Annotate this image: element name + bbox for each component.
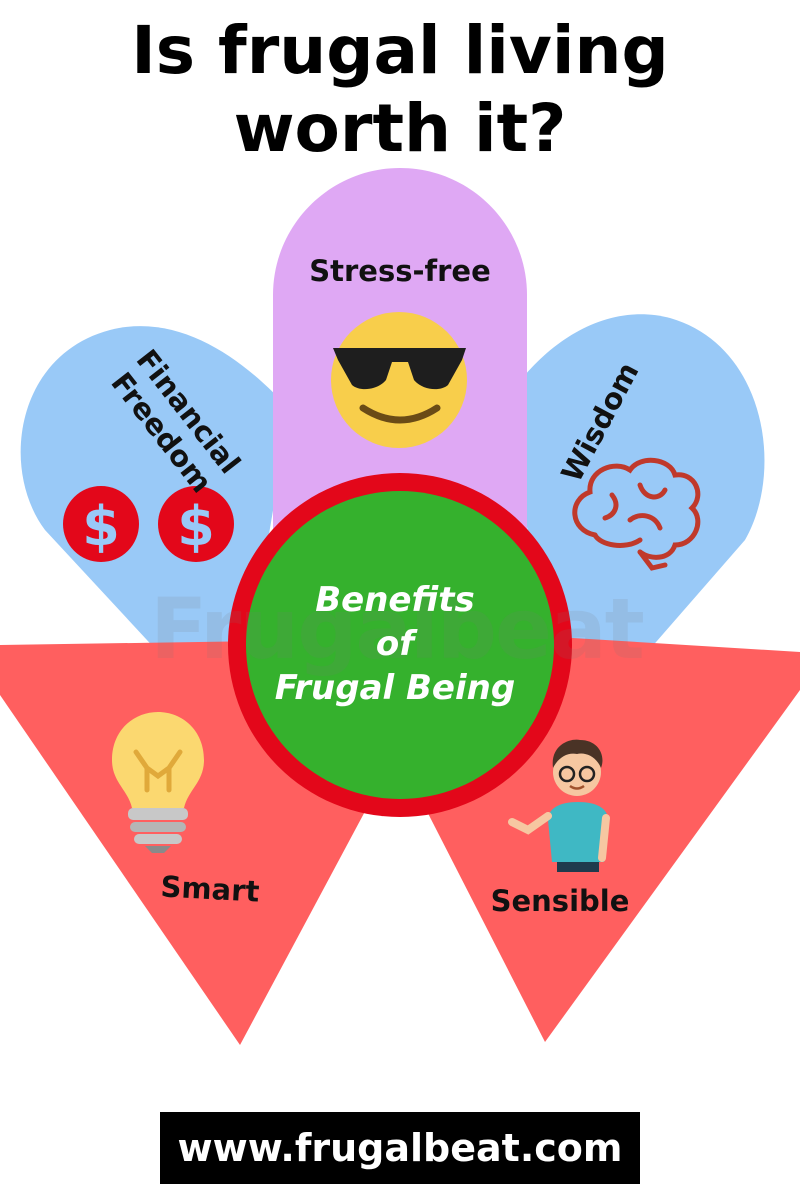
label-smart: Smart: [159, 869, 261, 909]
lightbulb-icon: [112, 712, 204, 853]
brain-icon: [572, 457, 701, 571]
title-line-2: worth it?: [233, 90, 567, 167]
dollar-coin-icon: $: [158, 486, 234, 562]
label-sensible: Sensible: [490, 884, 630, 918]
center-label: Benefits of Frugal Being: [250, 578, 540, 710]
svg-text:$: $: [177, 495, 215, 558]
petal-financial-freedom: [20, 326, 291, 735]
center-label-line-2: of: [375, 624, 415, 664]
label-stress-free: Stress-free: [309, 254, 491, 288]
title-line-1: Is frugal living: [131, 12, 669, 89]
dollar-coin-icon: $: [63, 486, 139, 562]
center-label-line-1: Benefits: [315, 580, 475, 620]
center-circle: [246, 491, 554, 799]
person-icon: [508, 739, 610, 872]
svg-text:$: $: [82, 495, 120, 558]
page-title: Is frugal living worth it?: [0, 12, 800, 168]
center-label-line-3: Frugal Being: [274, 668, 516, 708]
sunglasses-emoji-icon: [331, 312, 467, 448]
website-url[interactable]: www.frugalbeat.com: [160, 1112, 640, 1184]
watermark: Frugalbeat: [150, 580, 645, 678]
